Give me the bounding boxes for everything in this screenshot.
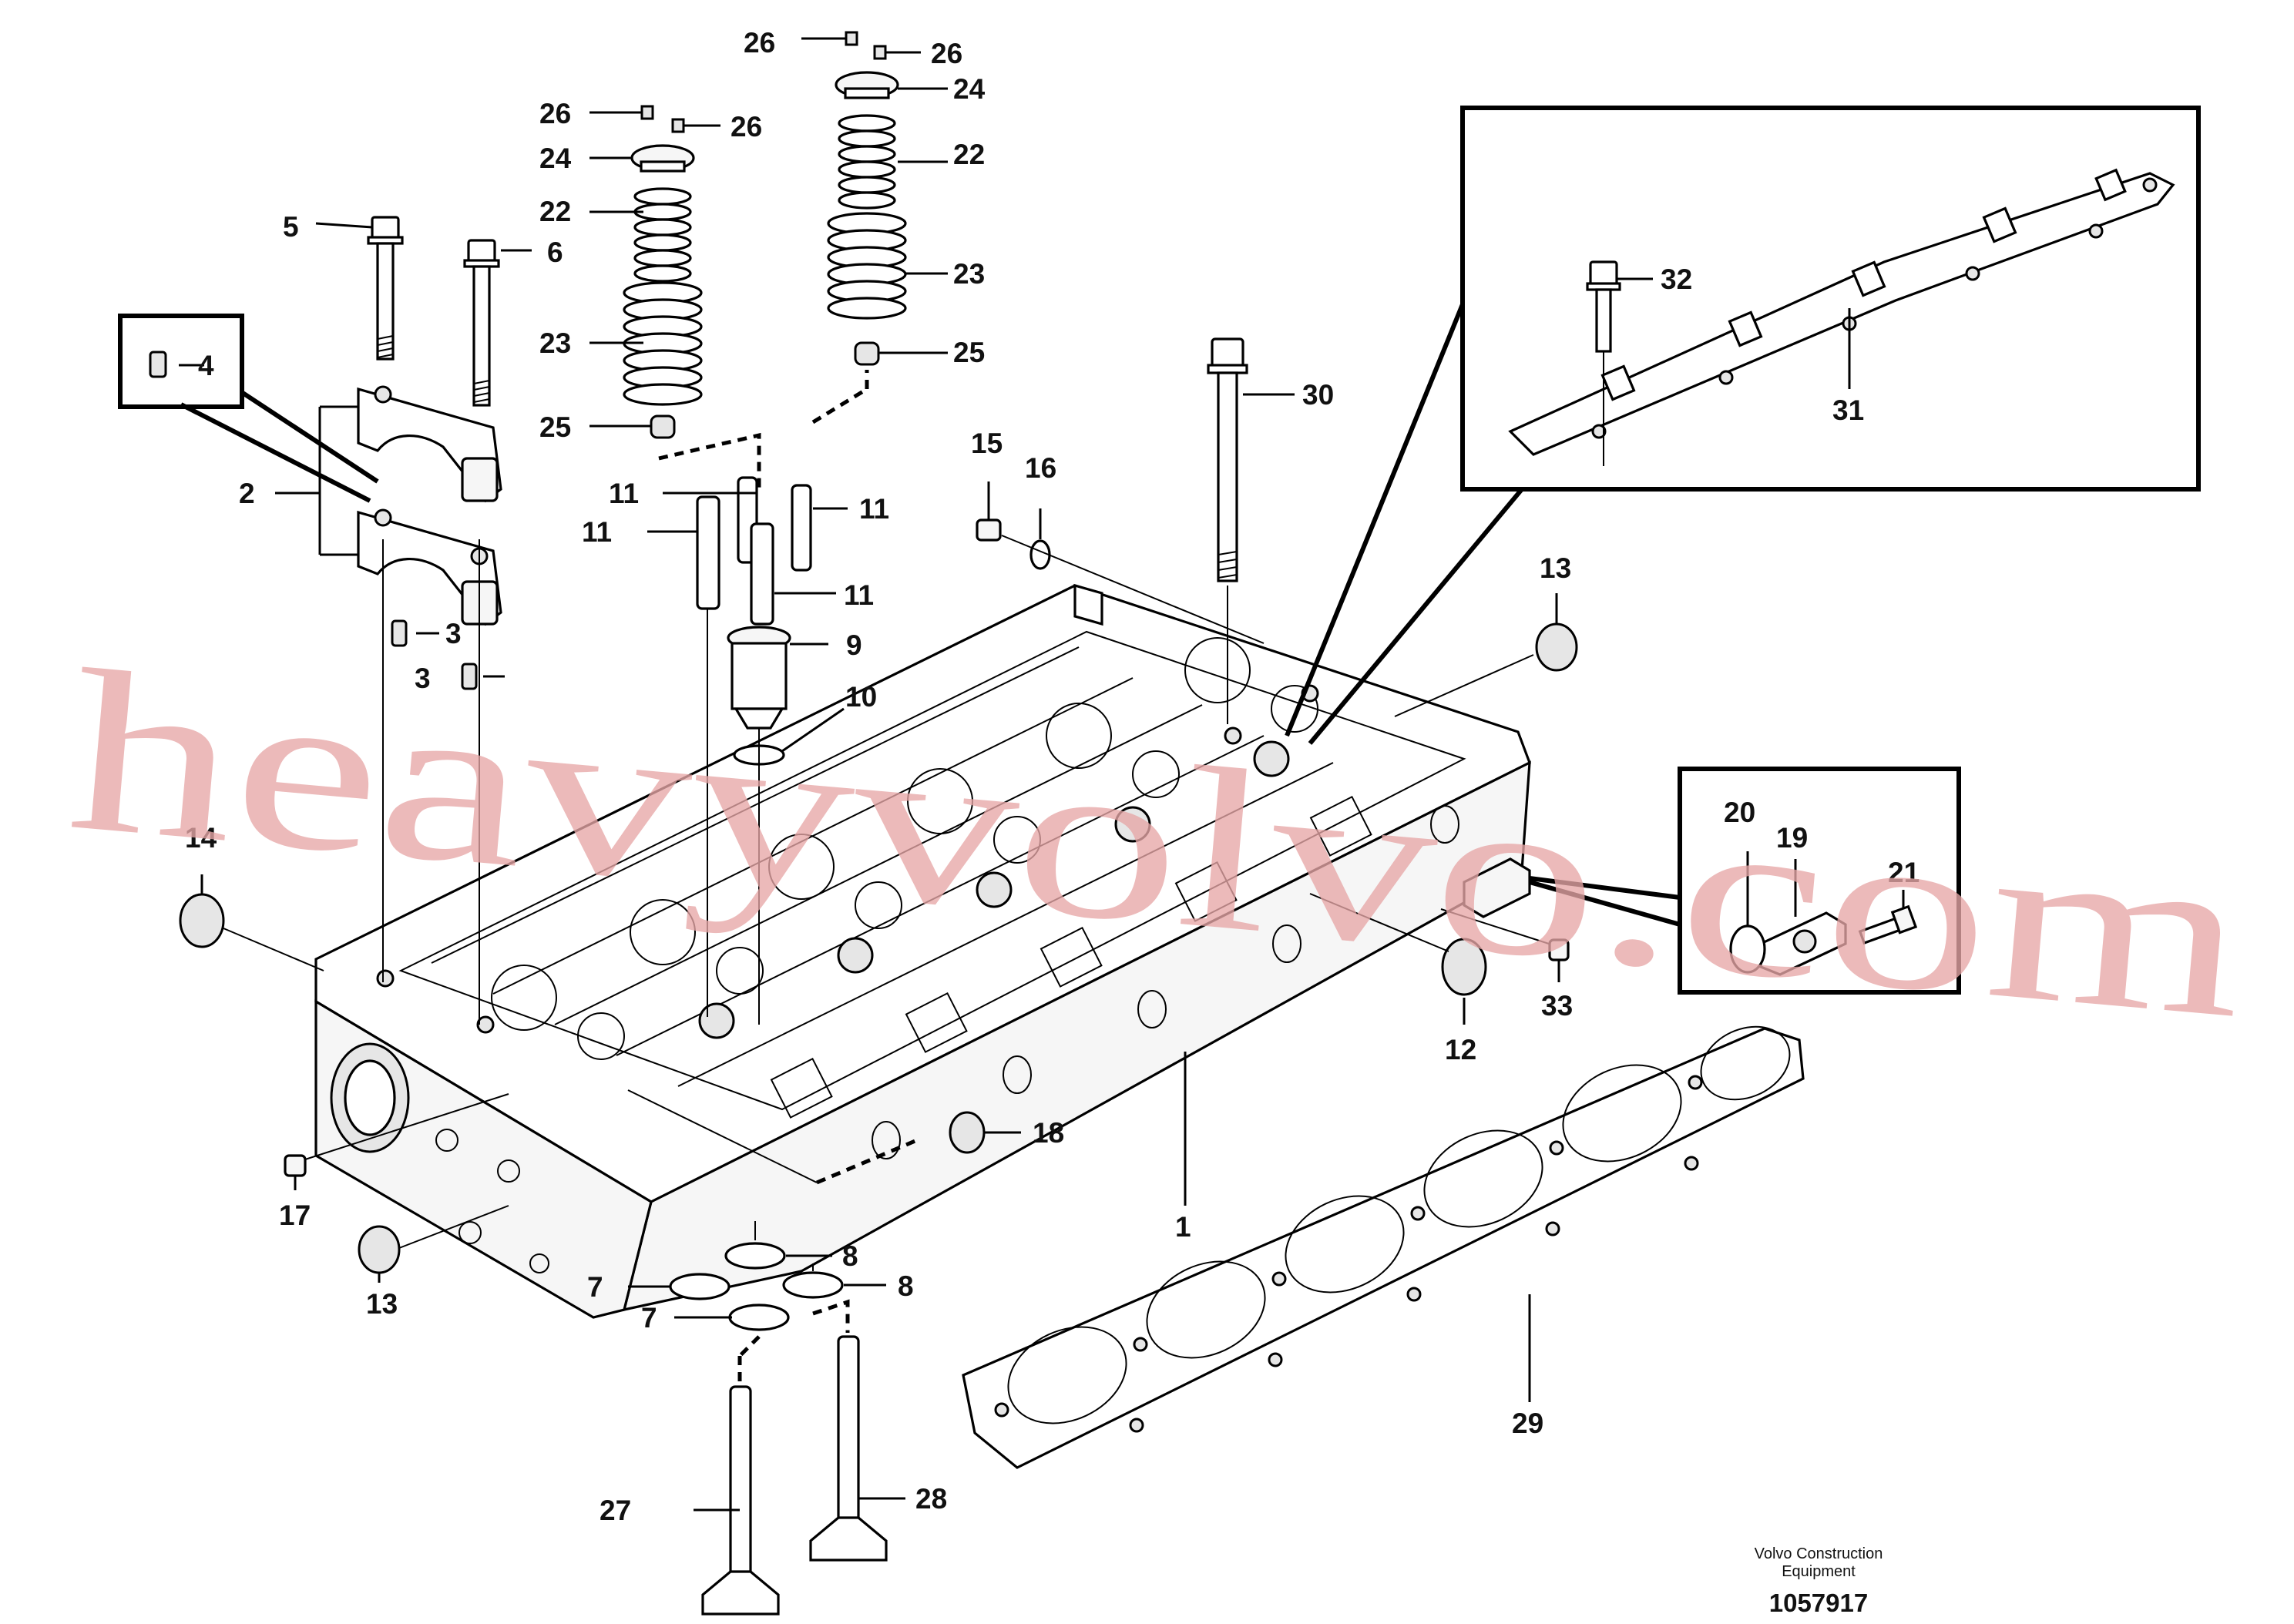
callout-23a: 23: [539, 327, 571, 359]
cover-plate-19: [1759, 911, 1847, 976]
callout-26b: 26: [731, 111, 762, 143]
footer-brand-line1: Volvo Construction: [1755, 1545, 1883, 1562]
callout-17: 17: [279, 1200, 311, 1231]
detail-box-4: [118, 314, 244, 409]
callout-8b: 8: [898, 1270, 914, 1302]
bolt-5: [367, 216, 404, 361]
footer-brand-line2: Equipment: [1782, 1563, 1856, 1580]
callout-26d: 26: [931, 38, 962, 69]
callout-27: 27: [600, 1495, 631, 1526]
valve-guides: [696, 476, 812, 626]
callout-24b: 24: [953, 73, 986, 105]
callout-15: 15: [971, 428, 1003, 459]
callout-12: 12: [1445, 1034, 1476, 1065]
callout-7a: 7: [587, 1271, 603, 1303]
plug-17: [284, 1154, 307, 1177]
callout-3a: 3: [445, 618, 462, 649]
callout-8a: 8: [842, 1240, 858, 1272]
drawing-number: 1057917: [1769, 1589, 1868, 1617]
bolt-30: [1207, 337, 1248, 724]
valve-27: [701, 1335, 780, 1616]
harness-bracket-31: [1508, 168, 2175, 456]
valve-train-left: [623, 105, 761, 493]
bearing-cap-upper: [357, 385, 502, 503]
callout-33: 33: [1541, 990, 1573, 1022]
callout-13a: 13: [1540, 552, 1571, 584]
callout-21: 21: [1888, 857, 1920, 888]
callout-25a: 25: [539, 411, 571, 443]
bolt-32: [1586, 260, 1621, 466]
plug-13-left: [358, 1225, 401, 1274]
callout-11a: 11: [609, 478, 639, 509]
callout-14: 14: [185, 822, 217, 854]
callout-26c: 26: [744, 27, 775, 59]
callout-11b: 11: [859, 493, 889, 525]
callout-28: 28: [915, 1483, 947, 1515]
callout-10: 10: [845, 681, 877, 713]
callout-9: 9: [846, 629, 862, 661]
bolt-6: [463, 239, 500, 407]
callout-labels: 1 2 3 3 4 5 6 7 7 8 8 9 10 11 11 11 11 1…: [185, 27, 1920, 1526]
callout-22b: 22: [953, 139, 985, 170]
callout-11c: 11: [582, 516, 612, 548]
valve-seals: [669, 1242, 844, 1331]
callout-19: 19: [1776, 822, 1808, 854]
callout-18: 18: [1033, 1117, 1064, 1149]
callout-31: 31: [1832, 394, 1864, 426]
callout-20: 20: [1724, 797, 1755, 828]
injector-sleeve: [727, 626, 791, 730]
bolt-21: [1858, 904, 1918, 945]
dowel-pin-1: [391, 619, 408, 647]
callout-3b: 3: [415, 663, 431, 694]
callout-13b: 13: [366, 1288, 398, 1320]
seal-12: [1441, 938, 1487, 996]
cover-on-head: [1463, 857, 1531, 918]
callout-11d: 11: [844, 579, 874, 611]
callout-1: 1: [1175, 1211, 1191, 1243]
callout-2: 2: [239, 478, 255, 509]
plug-18: [949, 1111, 986, 1154]
valve-28: [809, 1299, 888, 1562]
callout-29: 29: [1512, 1408, 1543, 1439]
callout-4: 4: [198, 350, 214, 381]
callout-22a: 22: [539, 196, 571, 227]
callout-26a: 26: [539, 98, 571, 129]
callout-24a: 24: [539, 143, 572, 174]
footer: Volvo Construction Equipment 1057917: [1755, 1545, 1883, 1617]
callout-32: 32: [1661, 263, 1692, 295]
callout-30: 30: [1302, 379, 1334, 411]
dowel-pin-2: [461, 663, 478, 690]
callout-7b: 7: [641, 1302, 657, 1334]
callout-25b: 25: [953, 337, 985, 368]
cylinder-head: [314, 583, 1532, 1319]
plug-15: [976, 518, 1002, 542]
sleeve-4-icon: [149, 351, 167, 378]
head-gasket: [962, 1025, 1805, 1469]
plug-13-right: [1535, 622, 1578, 672]
callout-5: 5: [283, 211, 299, 243]
callout-23b: 23: [953, 258, 985, 290]
callout-6: 6: [547, 237, 563, 268]
leader-lines: [179, 37, 1905, 1512]
valve-train-right: [811, 31, 907, 424]
plug-14: [179, 893, 225, 948]
callout-16: 16: [1025, 452, 1056, 484]
